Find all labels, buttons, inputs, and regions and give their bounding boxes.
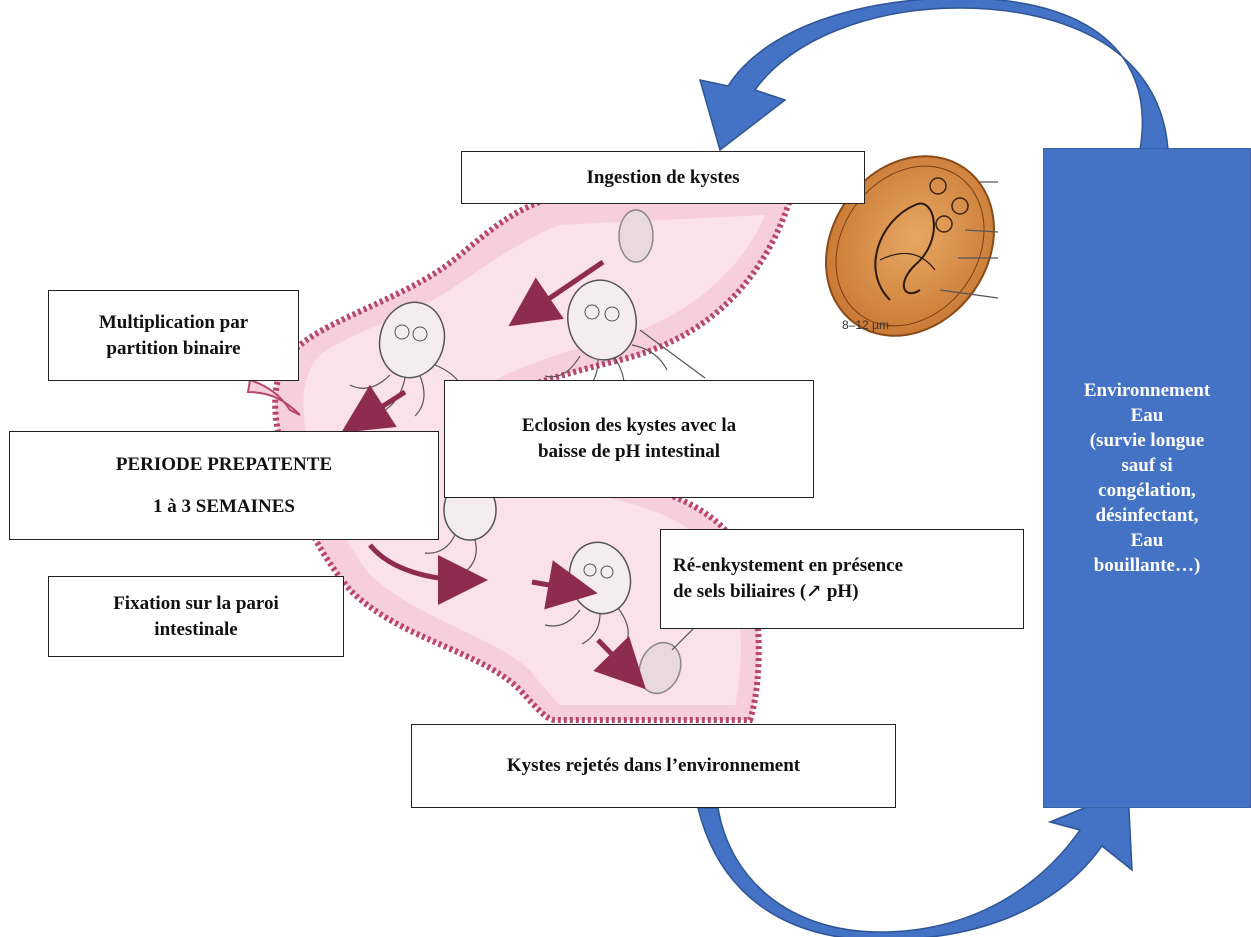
ingestion-label-box: Ingestion de kystes	[461, 151, 865, 204]
multiplication-label-box: Multiplication par partition binaire	[48, 290, 299, 381]
fixation-label: Fixation sur la paroi intestinale	[113, 591, 279, 642]
ingestion-label: Ingestion de kystes	[586, 165, 739, 191]
multiplication-label: Multiplication par partition binaire	[99, 310, 248, 361]
rejet-label-box: Kystes rejetés dans l’environnement	[411, 724, 896, 808]
environment-box: Environnement Eau (survie longue sauf si…	[1043, 148, 1251, 808]
prepatent-period-duration: 1 à 3 SEMAINES	[153, 494, 295, 520]
reenkystement-label-box: Ré-enkystement en présence de sels bilia…	[660, 529, 1024, 629]
ingested-cyst	[619, 210, 653, 262]
eclosion-label: Eclosion des kystes avec la baisse de pH…	[522, 413, 736, 464]
rejet-label: Kystes rejetés dans l’environnement	[507, 753, 800, 779]
prepatent-period-title: PERIODE PREPATENTE	[116, 452, 332, 478]
fixation-label-box: Fixation sur la paroi intestinale	[48, 576, 344, 657]
eclosion-label-box: Eclosion des kystes avec la baisse de pH…	[444, 380, 814, 498]
prepatent-period-box: PERIODE PREPATENTE 1 à 3 SEMAINES	[9, 431, 439, 540]
cycle-arrow-top	[700, 0, 1168, 150]
reenkystement-label: Ré-enkystement en présence de sels bilia…	[673, 553, 903, 604]
cyst-size-label: 8–12 µm	[842, 318, 889, 332]
environment-label: Environnement Eau (survie longue sauf si…	[1084, 378, 1210, 579]
cycle-arrow-bottom	[698, 790, 1132, 937]
